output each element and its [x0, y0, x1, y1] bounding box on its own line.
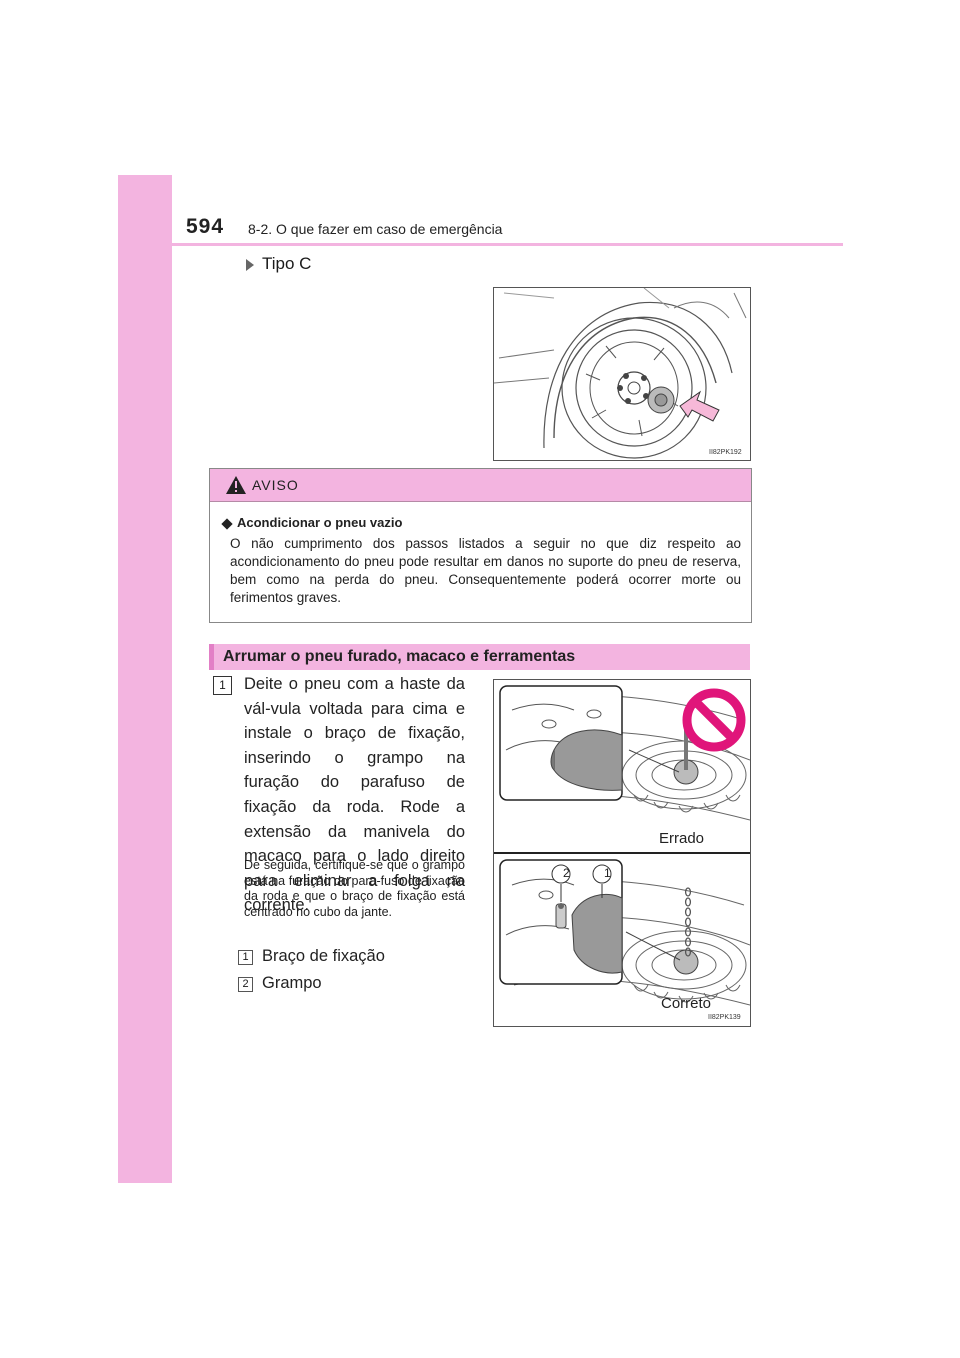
step-note: De seguida, certifique-se que o grampo e… — [244, 858, 465, 919]
prohibited-icon — [682, 688, 746, 752]
callout-2: 2 — [563, 866, 570, 880]
part-number-1: 1 — [238, 950, 253, 965]
clamp-figure: 2 1 Errado Correto II82PK139 — [493, 679, 751, 1027]
part-label-1: Braço de fixação — [262, 947, 385, 965]
warning-subtitle: Acondicionar o pneu vazio — [221, 515, 402, 530]
wheel-illustration — [494, 288, 747, 459]
wrong-label: Errado — [659, 830, 705, 847]
warning-box: AVISO Acondicionar o pneu vazio O não cu… — [209, 468, 752, 623]
triangle-bullet-icon — [246, 259, 254, 271]
section-header-edge — [209, 644, 214, 670]
tipo-label: Tipo C — [262, 254, 312, 273]
step-number: 1 — [213, 676, 232, 695]
page-number: 594 — [186, 215, 225, 238]
part-label-2: Grampo — [262, 974, 322, 992]
section-title: Arrumar o pneu furado, macaco e ferramen… — [223, 648, 576, 665]
wheel-figure: II82PK192 — [493, 287, 751, 461]
header-rule — [118, 243, 843, 246]
part-number-2: 2 — [238, 977, 253, 992]
figure-code: II82PK139 — [708, 1014, 741, 1021]
warning-title: AVISO — [252, 477, 299, 493]
chapter-title: 8-2. O que fazer em caso de emergência — [248, 221, 503, 237]
figure-code: II82PK192 — [709, 449, 742, 456]
warning-body: O não cumprimento dos passos listados a … — [230, 536, 741, 605]
callout-1: 1 — [604, 866, 611, 880]
warning-triangle-icon — [226, 476, 246, 494]
step-text: Deite o pneu com a haste da vál-vula vol… — [244, 675, 465, 915]
section-header: Arrumar o pneu furado, macaco e ferramen… — [209, 644, 750, 670]
correct-label: Correto — [661, 995, 712, 1012]
chapter-sidebar-tab — [118, 175, 172, 1183]
diamond-bullet-icon — [221, 517, 233, 530]
clamp-illustration — [494, 685, 750, 1006]
warning-header: AVISO — [210, 469, 751, 502]
